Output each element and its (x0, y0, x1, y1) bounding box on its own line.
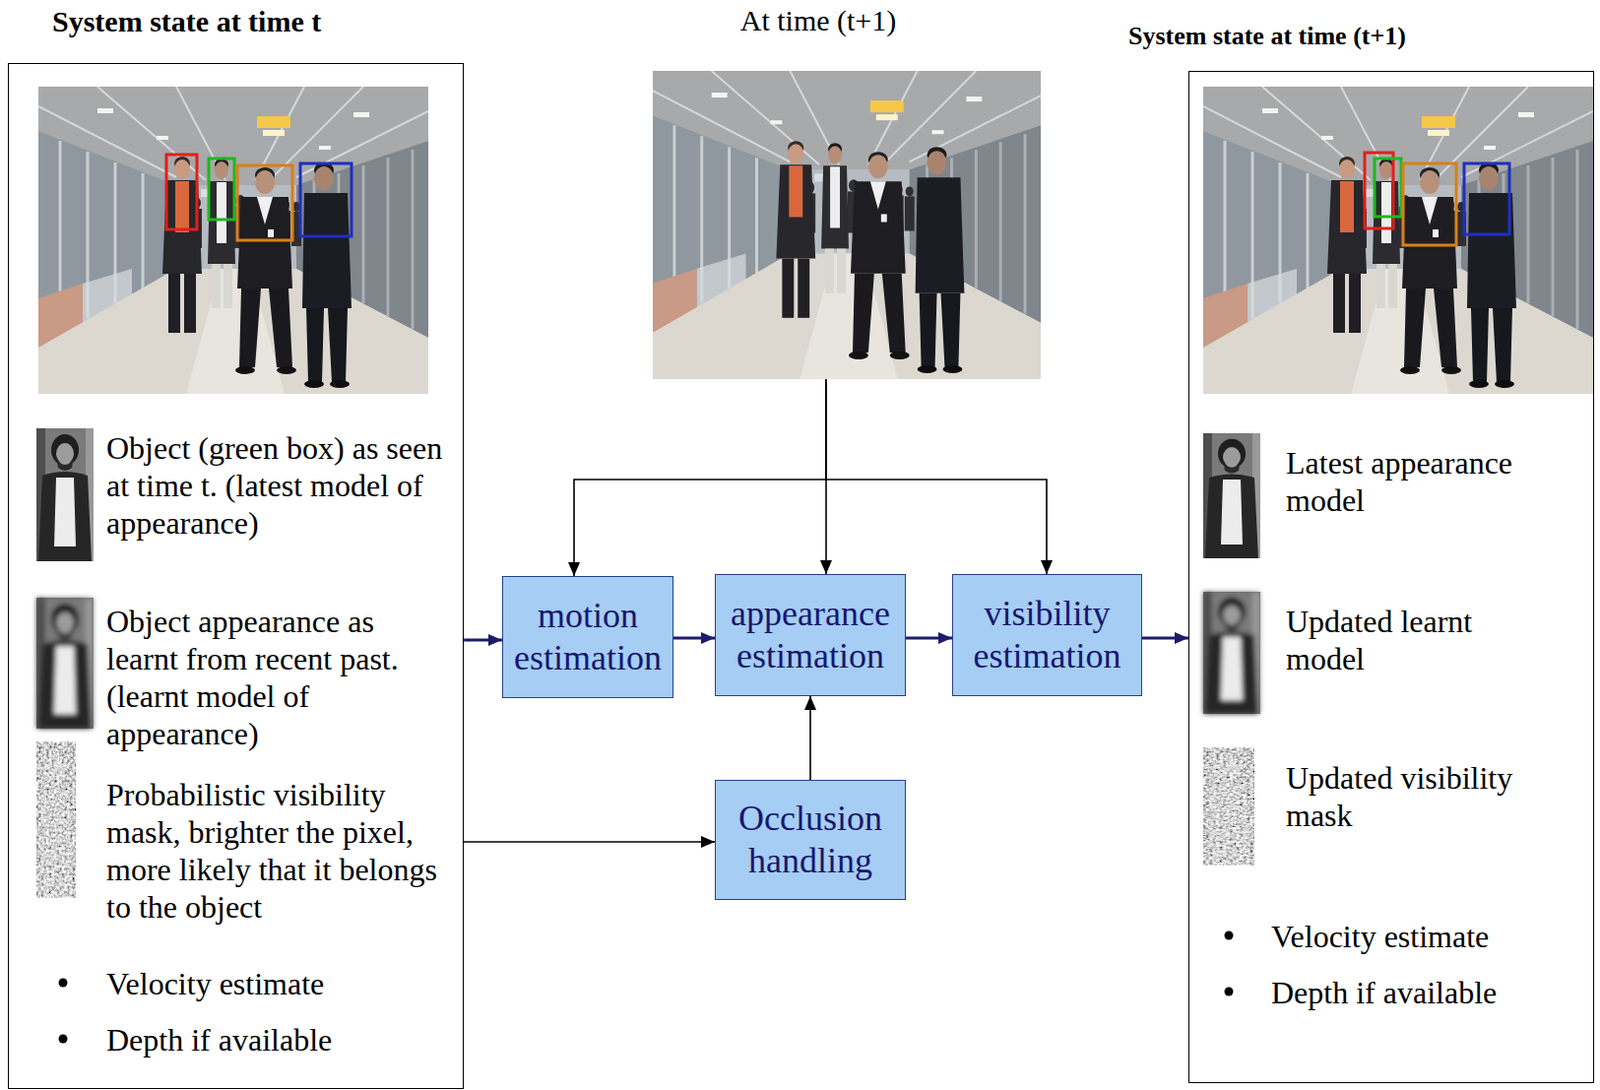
thumbnail-ground (1203, 591, 1261, 714)
text-slot: Depth if available (1271, 973, 1567, 1012)
model-description: Object (green box) as seen at time t. (l… (106, 429, 448, 542)
flow-arrow (673, 637, 715, 640)
bullet-item: Velocity estimate (1271, 917, 1567, 956)
visibility-mask (1203, 747, 1255, 866)
scene-photo (38, 86, 429, 394)
input-frame: At time (t+1) (652, 70, 1041, 380)
flow-arrow (905, 637, 953, 640)
bullet (1224, 987, 1234, 997)
box-label: visibility estimation (960, 592, 1134, 678)
flow-arrow (826, 379, 1047, 575)
text-slot: Updated learnt model (1285, 602, 1533, 678)
bullet-item: Depth if available (1271, 973, 1567, 1012)
flow-arrow (809, 696, 812, 780)
box-label: motion estimation (511, 594, 665, 680)
frame-heading: At time (t+1) (624, 2, 1013, 39)
model-description: Probabilistic visibility mask, brighter … (106, 775, 448, 926)
tracking-boxes (1364, 152, 1510, 246)
flow-arrow (463, 840, 715, 843)
flow-arrow (463, 639, 503, 642)
model-description: Latest appearance model (1285, 444, 1533, 519)
box-label: appearance estimation (723, 592, 897, 678)
learnt-thumbnail (1203, 591, 1261, 714)
process-box: motion estimation (502, 576, 674, 699)
track-box (300, 163, 352, 237)
process-box: visibility estimation (952, 574, 1143, 697)
appearance-thumbnail (36, 428, 94, 562)
bullet-item: Velocity estimate (106, 964, 448, 1003)
bullet (59, 978, 68, 988)
text-slot: Velocity estimate (106, 964, 448, 1003)
visibility-mask (36, 741, 76, 898)
panel-heading: System state at time (t+1) (1128, 21, 1407, 52)
box-label: Occlusion handling (723, 797, 897, 883)
text-slot: System state at time t (52, 3, 321, 40)
track-box (208, 158, 235, 220)
panel-heading: System state at time t (52, 3, 321, 40)
text-slot: Latest appearance model (1285, 444, 1533, 519)
text-slot: Updated visibility mask (1285, 759, 1533, 834)
track-box (1403, 163, 1457, 246)
thumbnail-ground (36, 597, 94, 729)
tracking-boxes (166, 154, 352, 241)
text-slot: Object appearance as learnt from recent … (106, 602, 448, 753)
model-description: Updated visibility mask (1285, 759, 1533, 834)
learnt-thumbnail (36, 597, 94, 729)
scene-photo (1203, 86, 1594, 394)
state-panel: System state at time (t+1)Latest appeara… (1188, 70, 1595, 1084)
bullet-item: Depth if available (106, 1021, 448, 1059)
track-box (1374, 158, 1402, 217)
flow-arrow (574, 379, 827, 576)
text-slot: Object (green box) as seen at time t. (l… (106, 429, 448, 542)
track-box (1464, 163, 1510, 235)
bullet (59, 1034, 68, 1044)
appearance-thumbnail (1203, 433, 1261, 559)
bullet (1224, 931, 1234, 941)
track-box (237, 165, 293, 241)
scene-photo (652, 70, 1041, 380)
text-slot: At time (t+1) (624, 2, 1013, 39)
model-description: Updated learnt model (1285, 602, 1533, 678)
text-slot: Probabilistic visibility mask, brighter … (106, 775, 448, 926)
process-box: Occlusion handling (714, 779, 906, 900)
state-panel: System state at time tObject (green box)… (7, 63, 464, 1089)
track-box (166, 154, 197, 230)
text-slot: Depth if available (106, 1021, 448, 1059)
text-slot: System state at time (t+1) (1128, 21, 1407, 52)
text-slot: Velocity estimate (1271, 917, 1567, 956)
model-description: Object appearance as learnt from recent … (106, 602, 448, 753)
flow-arrow (1142, 637, 1189, 640)
process-box: appearance estimation (714, 574, 906, 697)
